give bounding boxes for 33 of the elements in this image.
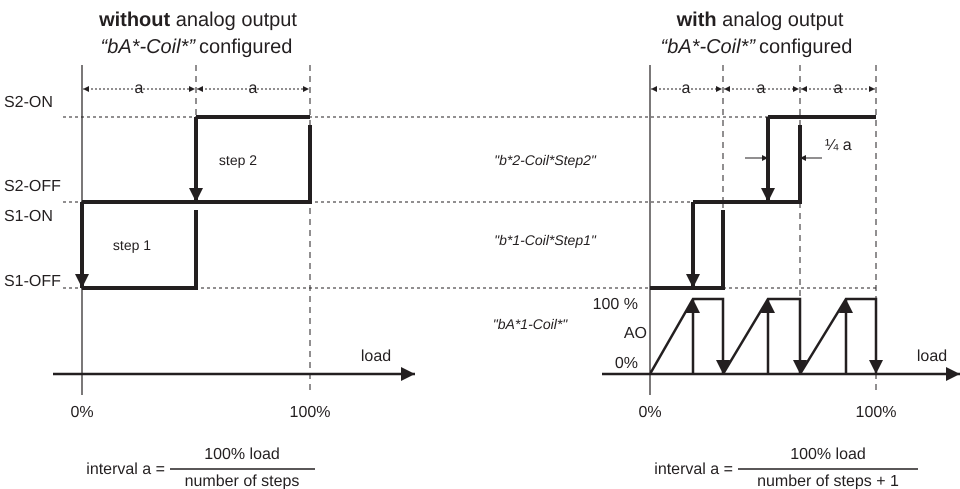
- heading-parameter: “bA*-Coil*”: [660, 36, 755, 58]
- axis-label: load: [916, 348, 948, 366]
- heading: configured: [759, 36, 852, 58]
- axis-tick-label: 100 %: [592, 296, 638, 314]
- formula-numerator: 100% load: [204, 446, 280, 464]
- heading-parameter: “bA*-Coil*”: [100, 36, 195, 58]
- dimension-label: a: [756, 80, 766, 98]
- level-label: S1-OFF: [4, 273, 61, 291]
- parameter-label: "bA*1-Coil*": [492, 315, 568, 333]
- heading: configured: [199, 36, 292, 58]
- formula-text: interval a =: [654, 461, 733, 479]
- axis-tick-label: 100%: [290, 404, 330, 422]
- formula-denominator: number of steps + 1: [757, 473, 899, 489]
- level-label: S2-OFF: [4, 178, 61, 196]
- step-label: step 1: [112, 236, 152, 254]
- formula-denominator: number of steps: [184, 473, 300, 489]
- parameter-label: "b*2-Coil*Step2": [494, 151, 596, 169]
- dimension-label: ¼ a: [825, 137, 852, 155]
- parameter-label: "b*1-Coil*Step1": [494, 231, 596, 249]
- dimension-label: a: [834, 80, 842, 98]
- heading: with analog output: [676, 9, 844, 31]
- axis-tick-label: 0%: [70, 404, 94, 422]
- level-label: S1-ON: [4, 208, 53, 226]
- axis-tick-label: 0%: [638, 404, 662, 422]
- axis-tick-label: 100%: [856, 404, 896, 422]
- axis-label: load: [360, 348, 392, 366]
- level-label: S2-ON: [4, 94, 53, 112]
- heading: without analog output: [99, 9, 297, 31]
- formula-numerator: 100% load: [790, 446, 866, 464]
- formula-text: interval a =: [86, 461, 165, 479]
- step-label: step 2: [218, 151, 258, 169]
- axis-tick-label: 0%: [614, 355, 638, 373]
- axis-label: AO: [624, 325, 647, 343]
